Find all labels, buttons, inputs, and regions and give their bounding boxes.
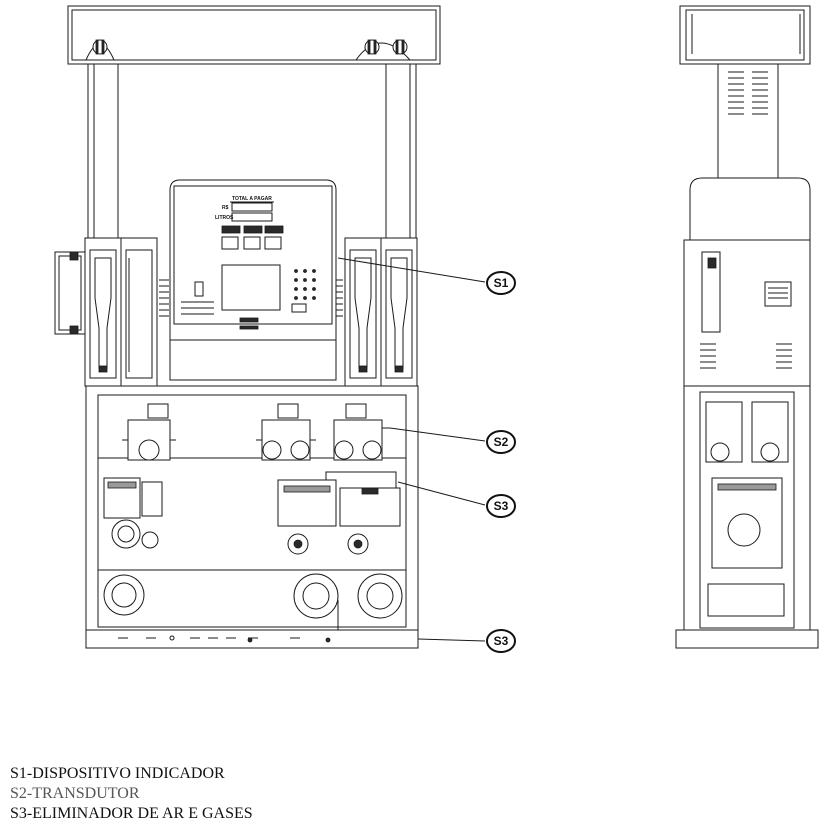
hydraulic-cabinet — [85, 385, 419, 649]
panel-volume-label: LITROS — [215, 215, 234, 221]
callout-s3-upper-label: S3 — [494, 499, 509, 513]
side-nozzle — [701, 251, 721, 333]
amount-display — [231, 202, 273, 212]
front-transducers — [122, 403, 390, 461]
preset-screen — [221, 264, 281, 311]
callout-s3-upper: S3 — [486, 494, 516, 518]
front-motors — [103, 573, 403, 630]
display-head: TOTAL A PAGAR R$ LITROS — [169, 179, 337, 381]
side-nameplate — [764, 281, 792, 307]
front-left-pillar — [87, 63, 119, 241]
volume-display — [231, 212, 273, 222]
front-air-eliminators — [103, 471, 401, 555]
callout-s2-label: S2 — [494, 435, 509, 449]
left-nozzle-housings — [84, 237, 158, 387]
legend-item-s2: S2-TRANSDUTOR — [10, 785, 140, 802]
fuel-dispenser-drawing: TOTAL A PAGAR R$ LITROS — [54, 5, 819, 653]
side-view — [675, 5, 819, 649]
keypad — [291, 269, 316, 313]
callouts: S1 S2 S3 S3 — [337, 257, 516, 653]
front-canopy — [67, 5, 441, 65]
side-canopy — [679, 5, 811, 65]
callout-s2: S2 — [486, 430, 516, 454]
front-right-pillar — [385, 63, 417, 241]
callout-s3-lower-label: S3 — [494, 634, 509, 648]
callout-s3-lower: S3 — [486, 629, 516, 653]
panel-header: TOTAL A PAGAR — [232, 196, 272, 202]
right-nozzle-housings — [344, 237, 418, 387]
side-head — [689, 177, 811, 241]
legend-item-s1: S1-DISPOSITIVO INDICADOR — [10, 765, 225, 782]
callout-s1: S1 — [486, 271, 516, 295]
left-hose-box — [54, 251, 86, 335]
side-body — [683, 239, 811, 387]
callout-s1-label: S1 — [494, 276, 509, 290]
legend: S1-DISPOSITIVO INDICADOR S2-TRANSDUTOR S… — [10, 764, 253, 824]
front-view: TOTAL A PAGAR R$ LITROS — [54, 5, 441, 649]
side-column — [717, 63, 779, 179]
front-vent-slots — [159, 279, 343, 317]
legend-item-s3: S3-ELIMINADOR DE AR E GASES — [10, 805, 253, 822]
panel-currency-label: R$ — [222, 205, 229, 211]
